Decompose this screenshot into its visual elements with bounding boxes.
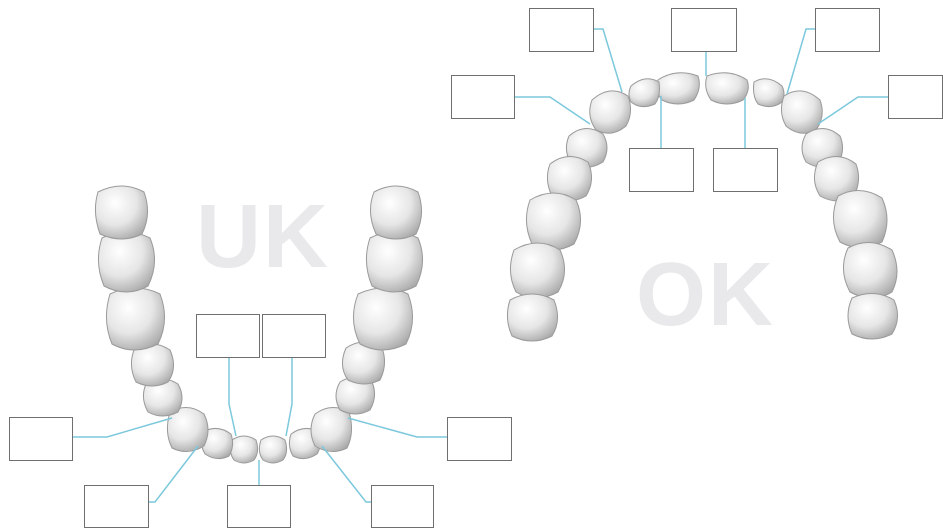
upper-label-box-top-center[interactable] bbox=[671, 8, 737, 52]
lower-tooth-molar-1-right bbox=[353, 288, 412, 350]
leader-line-lower-top-left bbox=[229, 357, 236, 436]
lower-tooth-incisor-central-left bbox=[230, 436, 257, 463]
leader-line-lower-left bbox=[73, 418, 172, 437]
lower-tooth-incisor-central-right bbox=[259, 436, 286, 463]
lower-label-box-right[interactable] bbox=[447, 417, 512, 461]
lower-label-box-top-right[interactable] bbox=[262, 314, 326, 358]
leader-line-upper-left bbox=[515, 97, 590, 124]
leader-line-upper-top-right bbox=[787, 29, 815, 94]
lower-tooth-molar-3-left bbox=[95, 186, 147, 239]
upper-tooth-canine-right bbox=[781, 91, 822, 133]
upper-tooth-incisor-lateral-right bbox=[754, 79, 785, 107]
upper-tooth-molar-3-right bbox=[848, 293, 898, 339]
upper-label-box-mid-left[interactable] bbox=[629, 148, 694, 192]
lower-label-box-bottom-center[interactable] bbox=[227, 485, 291, 528]
leader-line-lower-top-right bbox=[286, 357, 292, 436]
leader-line-lower-right bbox=[348, 418, 447, 437]
upper-label-box-top-left[interactable] bbox=[529, 8, 594, 52]
lower-label-box-bottom-left[interactable] bbox=[84, 485, 149, 528]
upper-arch bbox=[507, 73, 897, 341]
leader-line-lower-bottom-right bbox=[322, 446, 371, 502]
upper-tooth-incisor-central-left bbox=[657, 73, 700, 104]
leader-line-lower-bottom-left bbox=[149, 446, 198, 502]
lower-label-box-top-left[interactable] bbox=[196, 314, 260, 358]
upper-label-box-top-right[interactable] bbox=[815, 8, 880, 52]
upper-tooth-incisor-central-right bbox=[706, 73, 749, 104]
upper-tooth-molar-1-left bbox=[526, 193, 580, 250]
lower-tooth-canine-right bbox=[311, 407, 352, 451]
lower-tooth-molar-2-left bbox=[98, 232, 154, 292]
upper-label-box-right[interactable] bbox=[888, 75, 943, 119]
lower-label-box-left[interactable] bbox=[9, 417, 73, 461]
upper-tooth-molar-2-right bbox=[843, 242, 897, 298]
upper-label-box-mid-right[interactable] bbox=[713, 148, 778, 192]
upper-tooth-molar-2-left bbox=[510, 243, 564, 298]
upper-tooth-molar-3-left bbox=[507, 294, 557, 341]
upper-label-box-left[interactable] bbox=[451, 75, 515, 119]
lower-label-box-bottom-right[interactable] bbox=[371, 485, 434, 528]
upper-tooth-incisor-lateral-left bbox=[629, 79, 660, 107]
upper-tooth-canine-left bbox=[590, 91, 631, 133]
leader-line-upper-right bbox=[818, 97, 888, 124]
lower-tooth-molar-1-left bbox=[106, 288, 164, 350]
leader-line-upper-top-left bbox=[594, 29, 622, 92]
lower-tooth-molar-3-right bbox=[370, 186, 421, 239]
lower-tooth-molar-2-right bbox=[366, 232, 422, 292]
upper-tooth-molar-1-right bbox=[833, 190, 887, 248]
